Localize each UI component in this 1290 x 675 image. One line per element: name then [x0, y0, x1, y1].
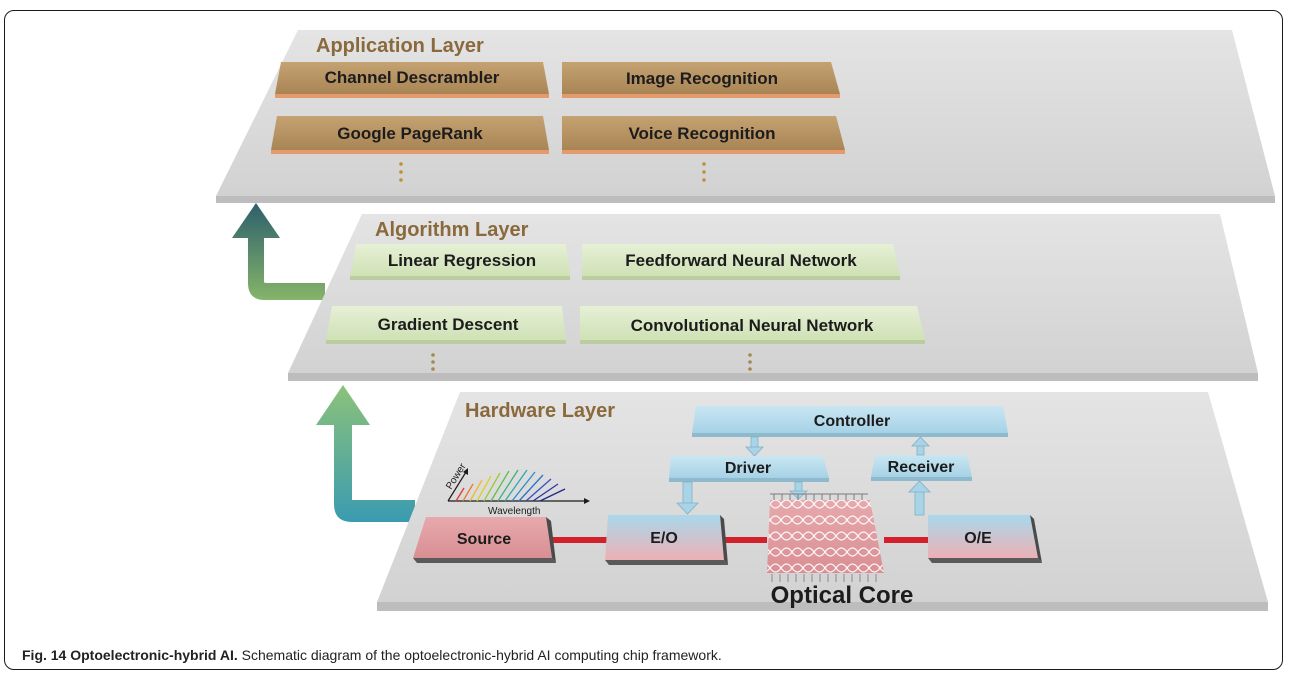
- algo-box-label: Feedforward Neural Network: [625, 251, 857, 270]
- controller-label: Controller: [814, 413, 890, 430]
- link-source-eo: [552, 537, 608, 543]
- framework-diagram: Application Layer Channel Descrambler Im…: [216, 30, 1275, 611]
- controller-block: Controller: [692, 406, 1008, 437]
- figure-caption: Fig. 14 Optoelectronic-hybrid AI. Schema…: [22, 647, 722, 663]
- application-layer: Application Layer Channel Descrambler Im…: [216, 30, 1275, 203]
- app-ellipsis-right: [702, 162, 706, 182]
- caption-label: Fig. 14 Optoelectronic-hybrid AI.: [22, 647, 238, 663]
- receiver-block: Receiver: [871, 455, 972, 481]
- algo-box-label: Linear Regression: [388, 251, 536, 270]
- algorithm-layer: Algorithm Layer Linear Regression Feedfo…: [288, 214, 1258, 381]
- arrow-to-algorithm-icon: [316, 385, 415, 522]
- algo-box-linear-regression: Linear Regression: [350, 244, 570, 280]
- app-box-label: Voice Recognition: [628, 124, 775, 143]
- app-box-voice-recognition: Voice Recognition: [562, 116, 845, 154]
- core-top-pins: [770, 493, 868, 500]
- core-bottom-pins: [771, 574, 877, 582]
- app-box-image-recognition: Image Recognition: [562, 62, 840, 98]
- app-box-label: Google PageRank: [337, 124, 483, 143]
- driver-block: Driver: [669, 456, 829, 482]
- receiver-label: Receiver: [888, 459, 955, 476]
- algo-box-gradient-descent: Gradient Descent: [326, 306, 566, 344]
- algo-box-label: Convolutional Neural Network: [631, 316, 874, 335]
- driver-to-eo-arrow-icon: [676, 481, 699, 515]
- algo-box-feedforward-neural-network: Feedforward Neural Network: [582, 244, 900, 280]
- driver-label: Driver: [725, 460, 771, 477]
- eo-label: E/O: [650, 530, 678, 547]
- optical-core-label: Optical Core: [771, 582, 914, 609]
- app-ellipsis-left: [399, 162, 403, 182]
- figure-frame: [4, 10, 1283, 670]
- algorithm-layer-title: Algorithm Layer: [375, 219, 529, 241]
- oe-to-receiver-arrow-icon: [908, 480, 931, 516]
- algo-ellipsis-left: [431, 353, 435, 371]
- algo-box-label: Gradient Descent: [378, 315, 519, 334]
- algo-ellipsis-right: [748, 353, 752, 371]
- optical-core-chip: Optical Core: [767, 493, 914, 609]
- hardware-layer-title: Hardware Layer: [465, 400, 615, 422]
- app-box-label: Image Recognition: [626, 69, 778, 88]
- arrow-to-application-icon: [232, 203, 325, 300]
- wavelength-axis-label: Wavelength: [488, 506, 540, 517]
- receiver-to-controller-arrow-icon: [911, 436, 930, 456]
- link-core-oe: [884, 537, 928, 543]
- oe-label: O/E: [964, 530, 992, 547]
- oe-block: O/E: [928, 515, 1042, 563]
- algo-box-convolutional-neural-network: Convolutional Neural Network: [580, 306, 925, 344]
- app-box-google-pagerank: Google PageRank: [271, 116, 549, 154]
- link-eo-core: [724, 537, 767, 543]
- spectrum-peaks: [455, 469, 566, 502]
- source-label: Source: [457, 531, 511, 548]
- source-block: Source: [413, 517, 556, 563]
- hardware-layer: Hardware Layer Controller Driver: [377, 392, 1268, 611]
- application-layer-title: Application Layer: [316, 35, 484, 57]
- controller-to-driver-arrow-icon: [745, 436, 764, 457]
- eo-block: E/O: [605, 515, 728, 565]
- app-box-channel-descrambler: Channel Descrambler: [275, 62, 549, 98]
- app-box-label: Channel Descrambler: [325, 68, 500, 87]
- caption-text: Schematic diagram of the optoelectronic-…: [241, 647, 722, 663]
